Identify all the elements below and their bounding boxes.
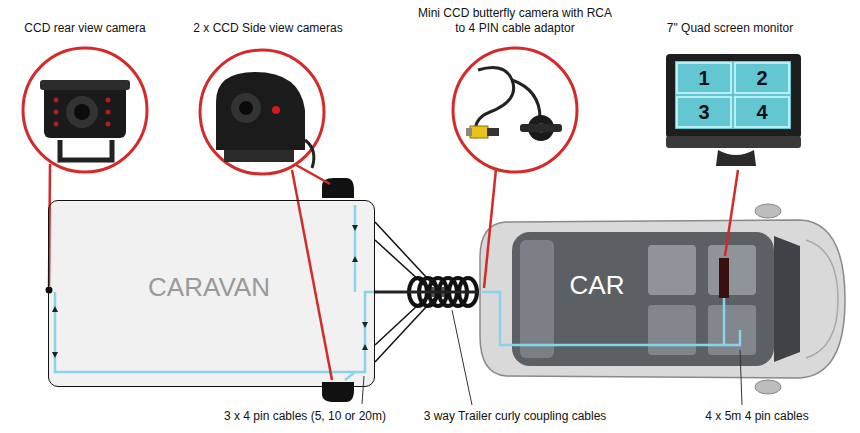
rear-camera-part-part xyxy=(106,110,111,115)
butterfly-camera-part xyxy=(466,128,472,136)
cable-name: 3 way Trailer curly coupling cables xyxy=(424,409,607,424)
caravan-box: CARAVAN xyxy=(48,200,375,387)
rear-camera-part-part xyxy=(106,98,111,103)
caravan-drawing-part-part xyxy=(362,344,368,350)
side-camera xyxy=(216,72,314,168)
caravan-drawing-part-part xyxy=(352,256,358,262)
car-drawing-part xyxy=(708,245,756,295)
quad-monitor-part xyxy=(666,54,801,138)
callout-circles-part xyxy=(453,48,577,172)
caravan-drawing-part xyxy=(322,382,354,402)
leader-lines-part xyxy=(292,170,332,380)
cable-name: 3 x 4 pin cables (5, 10 or 20m) xyxy=(224,409,386,424)
screen-number: 4 xyxy=(756,100,767,124)
caravan-drawing-part-part xyxy=(55,292,378,372)
car-drawing-part-part xyxy=(482,292,740,345)
caravan-drawing-part-part xyxy=(52,306,58,312)
car-drawing-part xyxy=(480,220,845,378)
car-drawing-part xyxy=(708,305,756,355)
car-drawing-part xyxy=(648,305,696,355)
caravan-drawing-part xyxy=(48,200,375,387)
quad-monitor-part-part xyxy=(735,97,789,127)
side-camera-part xyxy=(216,72,305,150)
butterfly-camera xyxy=(466,68,562,141)
car-drawing-part xyxy=(806,240,838,358)
caravan-drawing-part-part xyxy=(352,225,358,231)
cable-leaders-part xyxy=(362,376,364,404)
quad-monitor-part xyxy=(666,136,801,148)
rear-camera-part-part xyxy=(54,98,59,103)
caravan-drawing-part xyxy=(46,287,53,294)
car-drawing xyxy=(480,204,845,394)
part-name: Mini CCD butterfly camera with RCA to 4 … xyxy=(413,6,618,36)
butterfly-camera-part xyxy=(487,128,499,136)
screen-number: 1 xyxy=(698,66,709,90)
car-drawing-part xyxy=(755,380,781,394)
butterfly-camera-part xyxy=(470,126,488,138)
rear-camera-part xyxy=(40,80,130,90)
caravan-drawing-part-part xyxy=(362,322,368,328)
part-name: 2 x CCD Side view cameras xyxy=(193,21,342,36)
rear-camera-part-part xyxy=(54,110,59,115)
screen-number: 2 xyxy=(756,66,767,90)
callout-circles-part xyxy=(23,48,147,172)
car-drawing-part xyxy=(520,240,554,358)
caravan-drawing xyxy=(46,178,447,402)
leader-lines-part xyxy=(484,169,496,288)
rear-camera-part xyxy=(74,104,90,120)
rear-camera xyxy=(40,80,130,160)
node-title: CAR xyxy=(570,271,625,300)
car-drawing-part xyxy=(648,245,696,295)
caravan-drawing-part-part xyxy=(345,372,355,380)
rear-camera-part xyxy=(44,84,126,138)
butterfly-camera-part xyxy=(520,124,562,132)
quad-monitor-part xyxy=(677,63,789,127)
callout-circles xyxy=(23,48,577,174)
car-box: CAR xyxy=(478,218,845,380)
cable-leaders xyxy=(362,310,742,405)
side-camera-part xyxy=(239,101,253,115)
side-camera-part xyxy=(272,106,280,114)
screen-number: 3 xyxy=(698,100,709,124)
rear-camera-part-part xyxy=(54,122,59,127)
car-drawing-part xyxy=(719,258,729,298)
rear-camera-part xyxy=(54,98,111,127)
caravan-drawing-part xyxy=(52,225,368,358)
quad-monitor-part xyxy=(675,61,791,129)
rear-camera-part-part xyxy=(106,122,111,127)
leader-lines-part xyxy=(49,164,50,286)
caravan-drawing-part-part xyxy=(52,352,58,358)
quad-monitor xyxy=(666,54,801,166)
rear-camera-part xyxy=(66,96,98,128)
quad-monitor-part-part xyxy=(677,63,731,93)
side-camera-part xyxy=(224,150,294,162)
leader-lines xyxy=(49,164,738,380)
butterfly-camera-part xyxy=(512,80,540,118)
cable-leaders-part xyxy=(452,310,472,405)
callout-circles-part xyxy=(200,50,324,174)
quad-monitor-part-part xyxy=(677,97,731,127)
coupling-cable xyxy=(375,291,478,294)
car-drawing-part xyxy=(755,204,781,218)
part-name: 7" Quad screen monitor xyxy=(667,21,793,36)
rear-camera-part xyxy=(60,140,112,160)
node-title: CARAVAN xyxy=(148,273,270,302)
cable-leaders-part xyxy=(740,350,742,405)
part-name: CCD rear view camera xyxy=(24,21,145,36)
quad-monitor-part xyxy=(716,150,756,166)
quad-monitor-part-part xyxy=(735,63,789,93)
car-drawing-part xyxy=(774,236,800,362)
side-camera-part xyxy=(231,93,261,123)
caravan-drawing-part xyxy=(55,205,378,380)
leader-lines-part xyxy=(725,170,738,256)
side-camera-part xyxy=(305,140,314,168)
cable-name: 4 x 5m 4 pin cables xyxy=(705,409,808,424)
caravan-drawing-part-part xyxy=(354,205,357,292)
